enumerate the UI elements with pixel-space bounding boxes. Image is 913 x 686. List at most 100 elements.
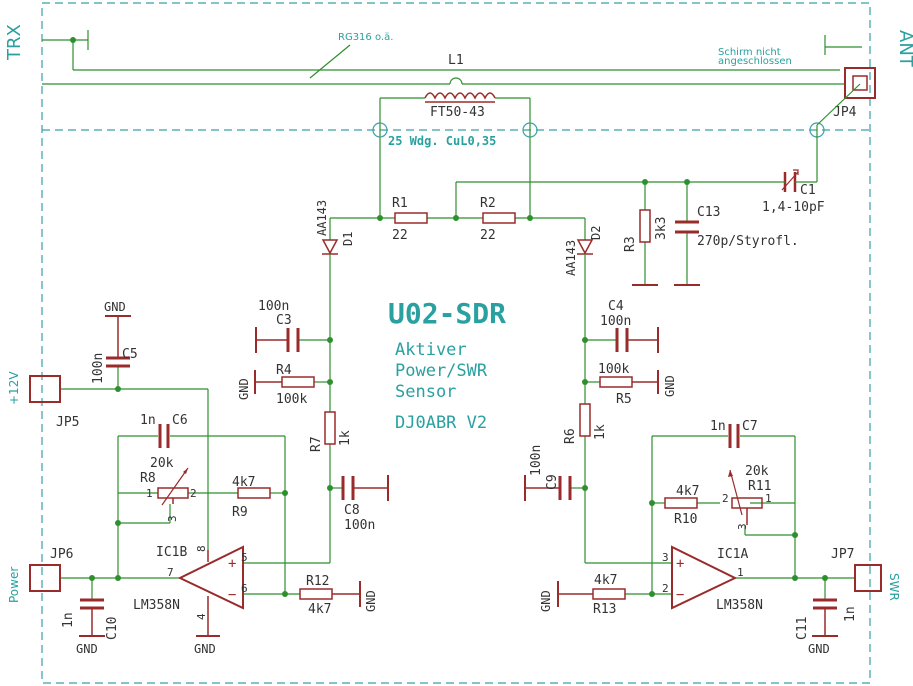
c13-label: C13 [697,205,720,220]
r8-pin3: 3 [166,515,179,522]
jp7-connector [854,564,882,592]
subtitle-4: DJ0ABR V2 [395,413,487,433]
r8-label: R8 [140,471,156,486]
d1-diode [321,239,339,255]
r1-label: R1 [392,196,408,211]
r4-value: 100k [276,392,307,407]
r7-value: 1k [338,430,353,446]
c6-value: 1n [140,413,156,428]
subtitle-1: Aktiver [395,340,467,360]
c9-label: C9 [545,474,560,490]
subtitle-2: Power/SWR [395,361,488,381]
r12-value: 4k7 [308,602,331,617]
r7-label: R7 [309,436,324,452]
c3-capacitor [286,328,300,352]
ic1b-pin8: 8 [195,545,208,552]
jp7-label: JP7 [831,547,854,562]
r13-gnd: GND [539,590,553,612]
r11-pin3: 3 [736,523,749,530]
c7-label: C7 [742,419,758,434]
r9-value: 4k7 [232,475,255,490]
c4-capacitor [615,328,629,352]
c3-value: 100n [258,299,289,314]
title: U02-SDR [388,297,506,330]
r7-resistor [324,411,336,445]
r11-pin1: 1 [765,492,772,505]
r12-label: R12 [306,574,329,589]
trx-label: TRX [4,24,25,61]
c8-capacitor [341,476,355,500]
c6-capacitor [158,424,170,448]
c10-gnd: GND [76,642,98,656]
jp5-label: JP5 [56,415,79,430]
c1-trimmer [783,172,797,192]
r11-label: R11 [748,479,771,494]
ic1b-value: LM358N [133,598,180,613]
jp5-value: +12V [7,371,21,405]
ant-label: ANT [895,30,913,68]
jp4-label: JP4 [833,105,857,120]
ic1b-opamp [177,545,244,610]
r12-gnd: GND [364,590,378,612]
r1-resistor [394,212,428,224]
toroid-wires [379,97,531,218]
ferrite-circles [372,122,825,138]
c5-label: C5 [122,347,138,362]
left-detector-wires [243,254,343,564]
ic1a-pin3: 3 [662,551,669,564]
d2-label: D2 [589,226,603,240]
r9-label: R9 [232,505,248,520]
ic1b-pin7: 7 [167,566,174,579]
r2-resistor [482,212,516,224]
r5-resistor [599,376,633,388]
r2-label: R2 [480,196,496,211]
r2-value: 22 [480,228,496,243]
ic1b-gnd: GND [194,642,216,656]
r9-resistor [237,487,271,499]
subtitle-3: Sensor [395,382,456,402]
r8-pin2: 2 [190,487,197,500]
c10-value: 1n [61,612,76,628]
ic1a-opamp [671,545,738,610]
c8-label: C8 [344,503,360,518]
d2-diode [576,239,594,255]
r13-label: R13 [593,602,616,617]
c7-value: 1n [710,419,726,434]
jp7-value: SWR [887,573,901,601]
shield-label: Schirm nicht [718,47,781,58]
c9-value: 100n [529,445,544,476]
r8-pin1: 1 [146,487,153,500]
jp4-connector [844,67,876,99]
r5-gnd: GND [663,375,677,397]
jp5-connector [29,375,61,403]
c10-capacitor [80,598,104,610]
ic1b-plus: + [228,556,236,572]
ic1b-pin5: 5 [241,551,248,564]
c3-label: C3 [276,313,292,328]
r5-value: 100k [598,362,629,377]
c10-label: C10 [105,617,120,640]
toroid-core: FT50-43 [430,105,485,120]
r1-value: 22 [392,228,408,243]
toroid-coil [424,92,496,103]
c11-value: 1n [843,606,858,622]
c13-value: 270p/Styrofl. [697,234,799,249]
r6-value: 1k [593,424,608,440]
ic1b-label: IC1B [156,545,187,560]
r8-value: 20k [150,456,174,471]
c11-capacitor [813,598,837,610]
r6-resistor [579,403,591,437]
c11-label: C11 [795,617,810,640]
r3-value: 3k3 [654,217,669,240]
ic1b-pin6: 6 [241,582,248,595]
c6-label: C6 [172,413,188,428]
c7-capacitor [728,424,740,448]
r13-value: 4k7 [594,573,617,588]
ic1a-plus: + [676,556,684,572]
ic1a-pin1: 1 [737,566,744,579]
r5-label: R5 [616,392,632,407]
r11-pin2: 2 [722,492,729,505]
r4-resistor [281,376,315,388]
d2-value: AA143 [564,240,578,276]
